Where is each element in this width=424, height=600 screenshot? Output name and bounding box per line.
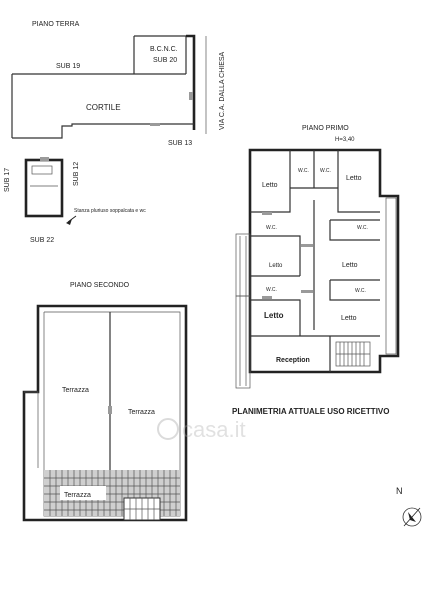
room-label-6: W.C. [357,225,368,231]
room-label-11: Letto [341,315,357,322]
compass-circle-icon [402,507,422,527]
terrace-label-2: Terrazza [128,409,155,416]
gate-marker [189,92,193,100]
bcnc-walls [134,35,187,74]
north-arrow: N [396,486,422,527]
balcony-right [385,197,397,355]
room-label-2: W.C. [298,168,309,174]
terrace-label-3: Terrazza [64,492,91,499]
first-floor-stair [335,341,371,367]
first-floor-title: PIANO PRIMO [302,125,349,132]
note-arrow-head [66,219,72,225]
first-floor-shell [248,148,400,374]
room-label-10: Letto [264,311,284,320]
floor-height: H=3,40 [335,137,355,143]
second-floor-plan: PIANO SECONDO Terrazza Terrazza Terrazza [22,282,188,522]
courtyard-step [150,123,160,126]
room-label-13: Reception [276,357,310,364]
room-label-8: Letto [342,262,358,269]
wc-fixture [31,165,53,175]
second-floor-title: PIANO SECONDO [70,282,130,289]
sub13-label: SUB 13 [168,140,192,147]
room-label-5: W.C. [266,225,277,231]
sub19-label: SUB 19 [56,63,80,70]
ground-floor-title: PIANO TERRA [32,21,80,28]
street-wall [186,34,196,130]
first-floor-plan: PIANO PRIMO H=3,40 Letto [235,125,400,389]
watermark-logo-icon [157,418,179,440]
room-d-walls [250,299,301,336]
terrace-side [24,391,39,468]
sub20-label: SUB 20 [153,57,177,64]
door-4 [262,296,272,299]
balcony-rails [239,236,247,386]
wc3-walls [329,219,380,241]
door-3 [262,212,272,215]
door-1 [301,244,313,247]
plan-caption: PLANIMETRIA ATTUALE USO RICETTIVO [232,407,389,416]
balcony-left-upper [235,233,251,297]
room-label-1: Letto [262,182,278,189]
watermark: casa.it [157,417,246,442]
unit-door [40,157,49,161]
room-b-walls [337,150,380,213]
terrace-label-1: Terrazza [62,387,89,394]
room-note: Stanza pluriuso soppalcata e wc [74,208,146,214]
compass-needle-icon [408,512,416,522]
north-label: N [396,486,403,496]
door-2 [301,290,313,293]
ground-floor-plan: PIANO TERRA B.C.N.C. SUB 20 SUB 19 CORTI… [4,21,226,244]
room-label-12: W.C. [355,288,366,294]
courtyard-label: CORTILE [86,103,121,112]
room-a-walls [250,150,291,213]
wc2-walls [250,235,301,276]
room-label-3: W.C. [320,168,331,174]
wc4-walls [329,279,380,301]
terrace-label-bg [60,486,106,500]
terrace-gap [108,406,112,414]
second-floor-stair [123,497,161,521]
room-label-4: Letto [346,175,362,182]
bcnc-label: B.C.N.C. [150,46,178,53]
watermark-text: casa.it [182,417,246,442]
sub22-label: SUB 22 [30,237,54,244]
courtyard-bottom-wall [12,123,194,139]
sub17-label: SUB 17 [4,168,11,192]
sub12-unit [24,158,64,218]
street-label: VIA C.A. DALLA CHIESA [219,51,226,130]
room-label-7: Letto [269,263,283,269]
room-label-9: W.C. [266,287,277,293]
balcony-left-lower [235,295,251,389]
sub12-label: SUB 12 [73,162,80,186]
